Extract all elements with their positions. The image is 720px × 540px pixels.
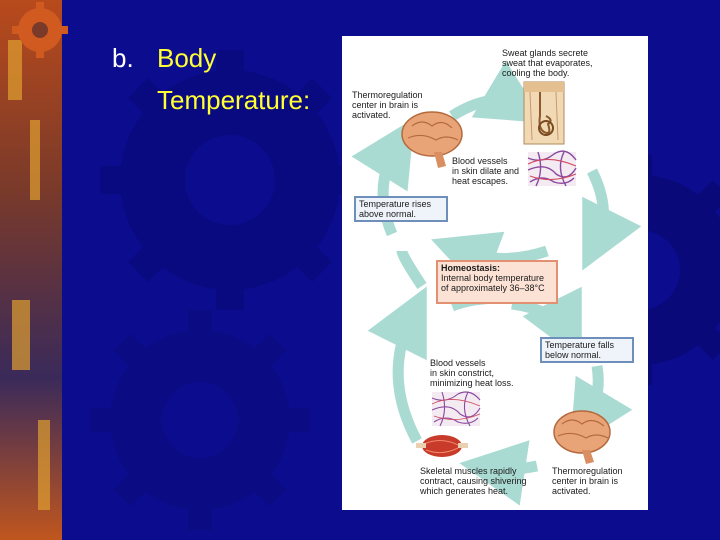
label-skeletal-muscles: Skeletal muscles rapidly contract, causi…	[420, 466, 527, 496]
label-thermoregulation-bottom: Thermoregulation center in brain is acti…	[552, 466, 623, 496]
flow-arrow	[396, 249, 427, 290]
skeletal-muscle-illustration	[416, 435, 468, 457]
flow-arrow	[351, 118, 415, 237]
flow-arrow	[582, 168, 642, 271]
homeostasis-box: Homeostasis: Internal body temperature o…	[436, 260, 558, 304]
label-vessels-constrict: Blood vessels in skin constrict, minimiz…	[430, 358, 514, 388]
label-vessels-dilate: Blood vessels in skin dilate and heat es…	[452, 156, 520, 186]
thermoregulation-diagram: Sweat glands secrete sweat that evaporat…	[342, 36, 648, 510]
brain-illustration-bottom	[553, 410, 611, 464]
label-temp-falls: Temperature falls below normal.	[540, 337, 634, 363]
flow-arrow	[459, 440, 539, 506]
label-sweat-glands: Sweat glands secrete sweat that evaporat…	[502, 48, 593, 78]
flow-arrow	[367, 286, 427, 444]
heading-title-line2: Temperature:	[157, 85, 311, 115]
sweat-gland-illustration	[523, 81, 565, 145]
homeostasis-title: Homeostasis:	[441, 263, 501, 273]
flow-arrow	[431, 231, 549, 294]
heading-title-line1: Body	[157, 43, 217, 73]
brain-illustration-top	[401, 111, 463, 168]
label-temp-rises: Temperature rises above normal.	[354, 196, 448, 222]
homeostasis-text: Internal body temperature of approximate…	[441, 273, 545, 293]
heading-number: b.	[112, 43, 134, 73]
flow-arrow	[449, 60, 546, 123]
dilated-vessels-illustration	[527, 150, 577, 187]
label-thermoregulation-top: Thermoregulation center in brain is acti…	[352, 90, 423, 120]
flow-arrow	[511, 286, 582, 361]
constricted-vessels-illustration	[431, 391, 481, 427]
